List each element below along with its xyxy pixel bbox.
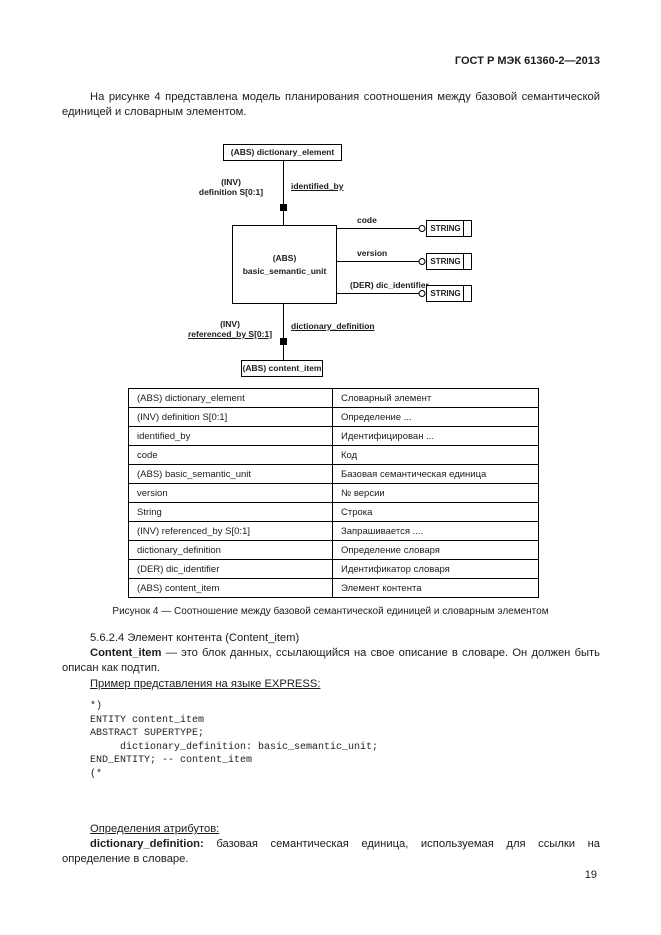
label-dictionary-definition: dictionary_definition xyxy=(291,321,375,331)
code-line: ABSTRACT SUPERTYPE; xyxy=(90,728,205,739)
desc-cell: Идентифицирован ... xyxy=(332,426,539,446)
desc-cell: Идентификатор словаря xyxy=(332,559,539,579)
attribute-paragraph: dictionary_definition: базовая семантиче… xyxy=(62,837,600,866)
attribute-definition: базовая семантическая единица, используе… xyxy=(62,838,600,865)
label-inv-referenced-by-line1: (INV) xyxy=(220,319,240,329)
content-item-definition: — это блок данных, ссылающийся на свое о… xyxy=(62,647,600,674)
label-inv-definition-line1: (INV) xyxy=(221,177,241,187)
express-code-block: *) ENTITY content_item ABSTRACT SUPERTYP… xyxy=(90,700,378,781)
term-cell: identified_by xyxy=(128,426,333,446)
label-version: version xyxy=(357,248,388,258)
type-box-string-3: STRING xyxy=(426,285,472,302)
desc-cell: Строка xyxy=(332,502,539,522)
document-header: ГОСТ Р МЭК 61360-2—2013 xyxy=(454,55,600,67)
code-line: *) xyxy=(90,701,103,712)
type-box-string-1: STRING xyxy=(426,220,472,237)
code-line: ENTITY content_item xyxy=(90,714,205,726)
term-cell: dictionary_definition xyxy=(128,540,333,560)
code-line: dictionary_definition: basic_semantic_un… xyxy=(90,741,379,753)
desc-cell: Определение словаря xyxy=(332,540,539,560)
table-row: (INV) referenced_by S[0:1]Запрашивается … xyxy=(128,521,539,541)
diagram-connectors xyxy=(280,161,426,360)
label-inv-referenced-by: (INV) referenced_by S[0:1] xyxy=(180,319,280,339)
code-line: (* xyxy=(90,768,103,780)
desc-cell: Код xyxy=(332,445,539,465)
express-example-label: Пример представления на языке EXPRESS: xyxy=(90,678,321,690)
label-der-dic-identifier: (DER) dic_identifier xyxy=(350,280,429,290)
term-cell: (ABS) dictionary_element xyxy=(128,388,333,408)
page-number: 19 xyxy=(584,869,597,881)
term-cell: (INV) referenced_by S[0:1] xyxy=(128,521,333,541)
desc-cell: Словарный элемент xyxy=(332,388,539,408)
term-cell: (DER) dic_identifier xyxy=(128,559,333,579)
code-line: END_ENTITY; -- content_item xyxy=(90,755,253,766)
entity-box-dictionary-element: (ABS) dictionary_element xyxy=(223,144,342,161)
term-cell: String xyxy=(128,502,333,522)
content-item-paragraph: Content_item — это блок данных, ссылающи… xyxy=(62,646,600,675)
label-inv-referenced-by-line2: referenced_by S[0:1] xyxy=(187,329,273,339)
type-box-string-2: STRING xyxy=(426,253,472,270)
content-item-term: Content_item xyxy=(90,647,162,659)
label-inv-definition-line2: definition S[0:1] xyxy=(198,187,264,197)
entity-box-content-item: (ABS) content_item xyxy=(241,360,323,377)
label-identified-by: identified_by xyxy=(291,181,344,191)
figure-4-caption: Рисунок 4 — Соотношение между базовой се… xyxy=(112,606,549,617)
section-heading: 5.6.2.4 Элемент контента (Content_item) xyxy=(90,632,300,644)
attribute-definitions-label: Определения атрибутов: xyxy=(90,823,220,835)
table-row: (INV) definition S[0:1]Определение ... xyxy=(128,407,539,427)
term-cell: (ABS) content_item xyxy=(128,578,333,598)
figure-4-diagram: (ABS) dictionary_element (INV) definitio… xyxy=(0,140,661,386)
attribute-term: dictionary_definition: xyxy=(90,838,204,850)
desc-cell: Базовая семантическая единица xyxy=(332,464,539,484)
desc-cell: Запрашивается .... xyxy=(332,521,539,541)
label-code: code xyxy=(357,215,377,225)
intro-paragraph: На рисунке 4 представлена модель планиро… xyxy=(62,91,600,118)
label-inv-definition: (INV) definition S[0:1] xyxy=(181,177,281,197)
desc-cell: Элемент контента xyxy=(332,578,539,598)
desc-cell: № версии xyxy=(332,483,539,503)
term-cell: code xyxy=(128,445,333,465)
term-cell: (ABS) basic_semantic_unit xyxy=(128,464,333,484)
desc-cell: Определение ... xyxy=(332,407,539,427)
entity-box-basic-semantic-unit-line1: (ABS) xyxy=(272,253,297,263)
entity-box-basic-semantic-unit-line2: basic_semantic_unit xyxy=(242,266,327,276)
entity-box-basic-semantic-unit: (ABS) basic_semantic_unit xyxy=(232,225,337,304)
term-cell: version xyxy=(128,483,333,503)
term-cell: (INV) definition S[0:1] xyxy=(128,407,333,427)
